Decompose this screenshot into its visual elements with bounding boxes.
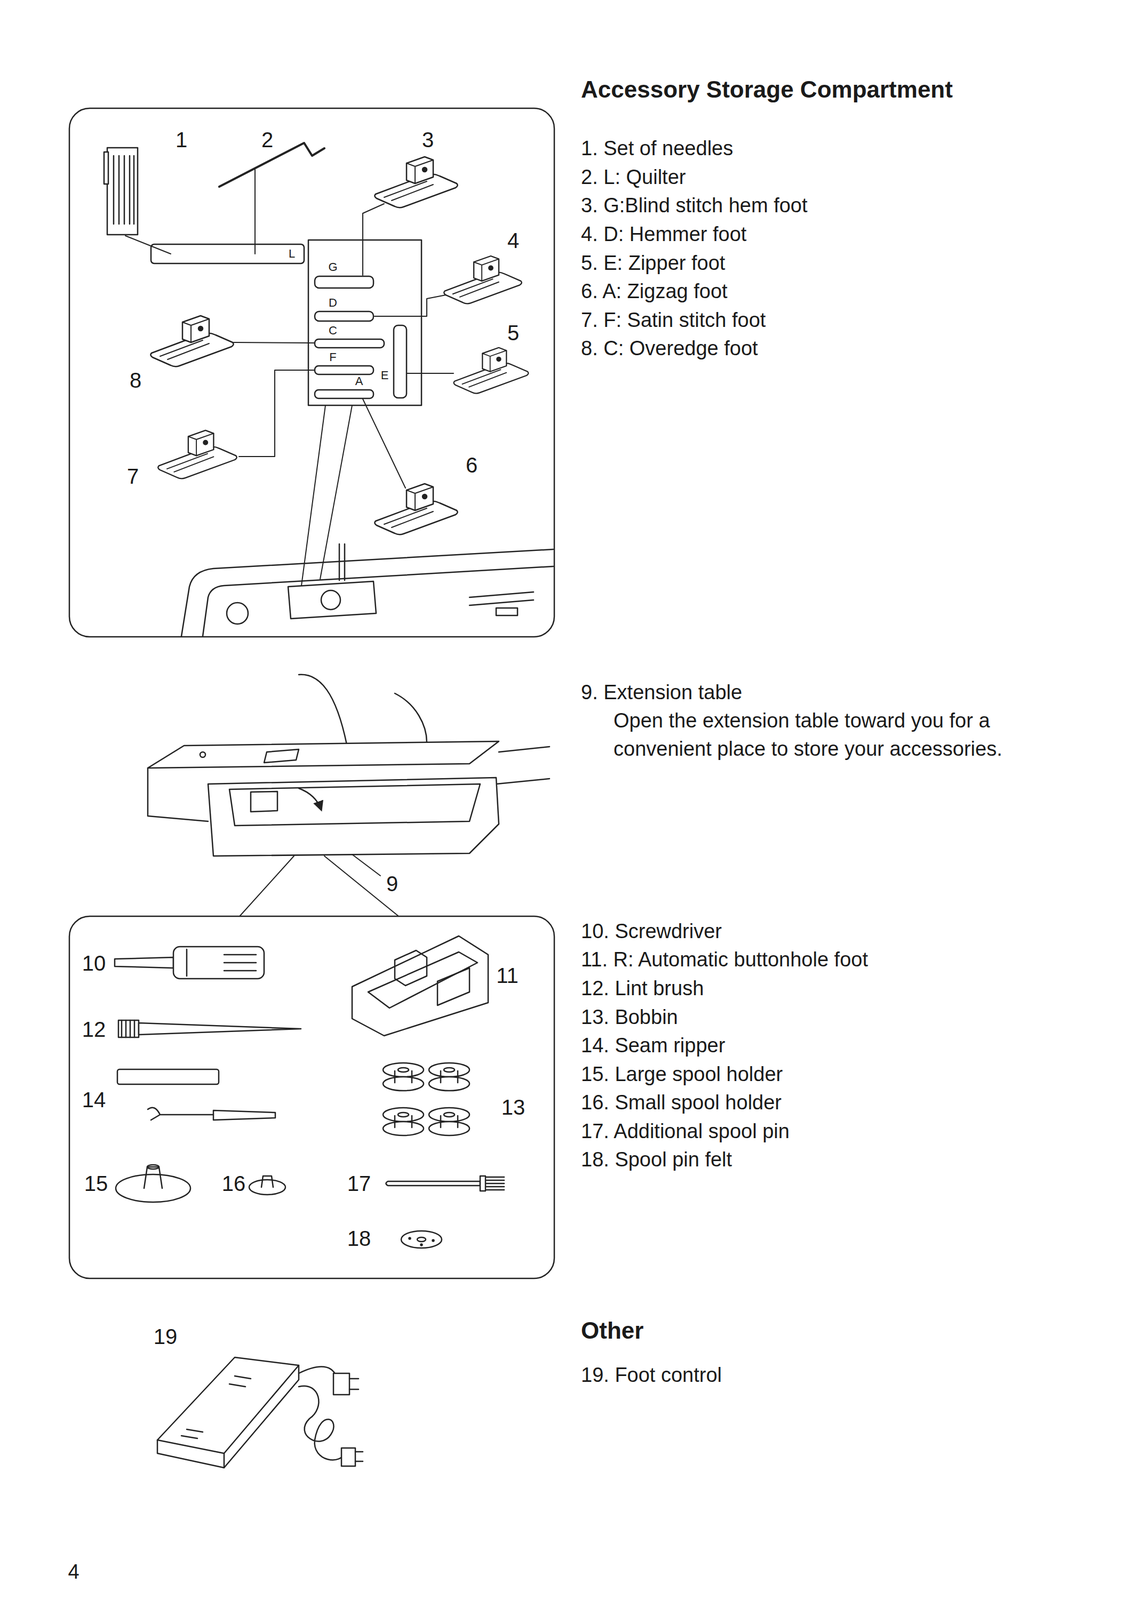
callout-number: 11 [496, 962, 519, 989]
page-title: Accessory Storage Compartment [580, 75, 953, 105]
callout-number: 13 [501, 1094, 526, 1121]
callout-number: 14 [82, 1087, 107, 1113]
storage-tray [150, 240, 422, 406]
foot-control [157, 1357, 363, 1469]
lint-brush [118, 1020, 301, 1038]
description-text: Open the extension table toward you for … [613, 706, 1073, 764]
spool-pin-felt [401, 1231, 442, 1249]
list-item: 3. G:Blind stitch hem foot [580, 193, 808, 219]
panel-frame [69, 108, 555, 637]
list-item: 11. R: Automatic buttonhole foot [580, 948, 868, 973]
extension-table [147, 674, 550, 917]
spool-holder [115, 1165, 286, 1203]
presser-foot [453, 347, 529, 394]
callout-number: 12 [82, 1016, 107, 1043]
slot-letter: C [328, 323, 338, 338]
callout-number: 18 [347, 1225, 372, 1252]
slot-letter: G [328, 260, 338, 275]
presser-foot [374, 156, 458, 208]
callout-number: 3 [421, 126, 434, 153]
seam-ripper [117, 1069, 276, 1121]
page-number: 4 [67, 1560, 79, 1585]
slot-letter: F [329, 350, 337, 365]
callout-number: 10 [82, 950, 107, 977]
callout-number: 1 [175, 126, 188, 153]
callout-number: 16 [221, 1171, 246, 1197]
list-item: 2. L: Quilter [580, 165, 686, 190]
list-item: 14. Seam ripper [580, 1033, 726, 1059]
list-item: 19. Foot control [580, 1363, 722, 1389]
list-item: 9. Extension table [580, 680, 743, 706]
callout-number: 4 [507, 227, 520, 254]
list-item: 5. E: Zipper foot [580, 251, 726, 276]
leader-line [125, 169, 454, 586]
list-item: 16. Small spool holder [580, 1090, 782, 1116]
list-item: 13. Bobbin [580, 1005, 679, 1031]
callout-number: 17 [347, 1171, 372, 1197]
presser-foot [150, 315, 234, 367]
callout-number: 15 [84, 1171, 109, 1197]
needle-pack [104, 147, 138, 235]
list-item: 12. Lint brush [580, 976, 704, 1002]
callout-number: 8 [129, 367, 142, 394]
list-item: 1. Set of needles [580, 136, 734, 162]
list-item: 10. Screwdriver [580, 919, 722, 945]
list-item: 7. F: Satin stitch foot [580, 308, 766, 333]
list-item: 18. Spool pin felt [580, 1148, 732, 1173]
presser-foot [443, 256, 522, 304]
spool-pin [386, 1176, 505, 1192]
buttonhole-foot [352, 936, 489, 1037]
panel-frame [69, 916, 555, 1279]
list-item: 8. C: Overedge foot [580, 336, 759, 362]
screwdriver [114, 946, 265, 979]
slot-letter: L [288, 247, 296, 261]
list-item: 6. A: Zigzag foot [580, 279, 728, 305]
slot-letter: D [328, 296, 338, 310]
slot-letter: E [380, 368, 389, 383]
bobbin [383, 1063, 470, 1136]
callout-number: 6 [465, 452, 478, 479]
list-item: 17. Additional spool pin [580, 1119, 790, 1145]
callout-number: 5 [507, 320, 520, 346]
machine-bed [181, 544, 554, 637]
callout-number: 7 [126, 463, 139, 490]
list-item: 15. Large spool holder [580, 1062, 783, 1088]
callout-number: 2 [261, 126, 274, 153]
callout-number: 9 [386, 871, 398, 897]
presser-foot [374, 483, 458, 535]
slot-letter: A [355, 374, 364, 389]
presser-foot [157, 430, 237, 480]
section-heading: Other [580, 1317, 644, 1346]
list-item: 4. D: Hemmer foot [580, 222, 747, 248]
callout-number: 19 [153, 1324, 178, 1350]
